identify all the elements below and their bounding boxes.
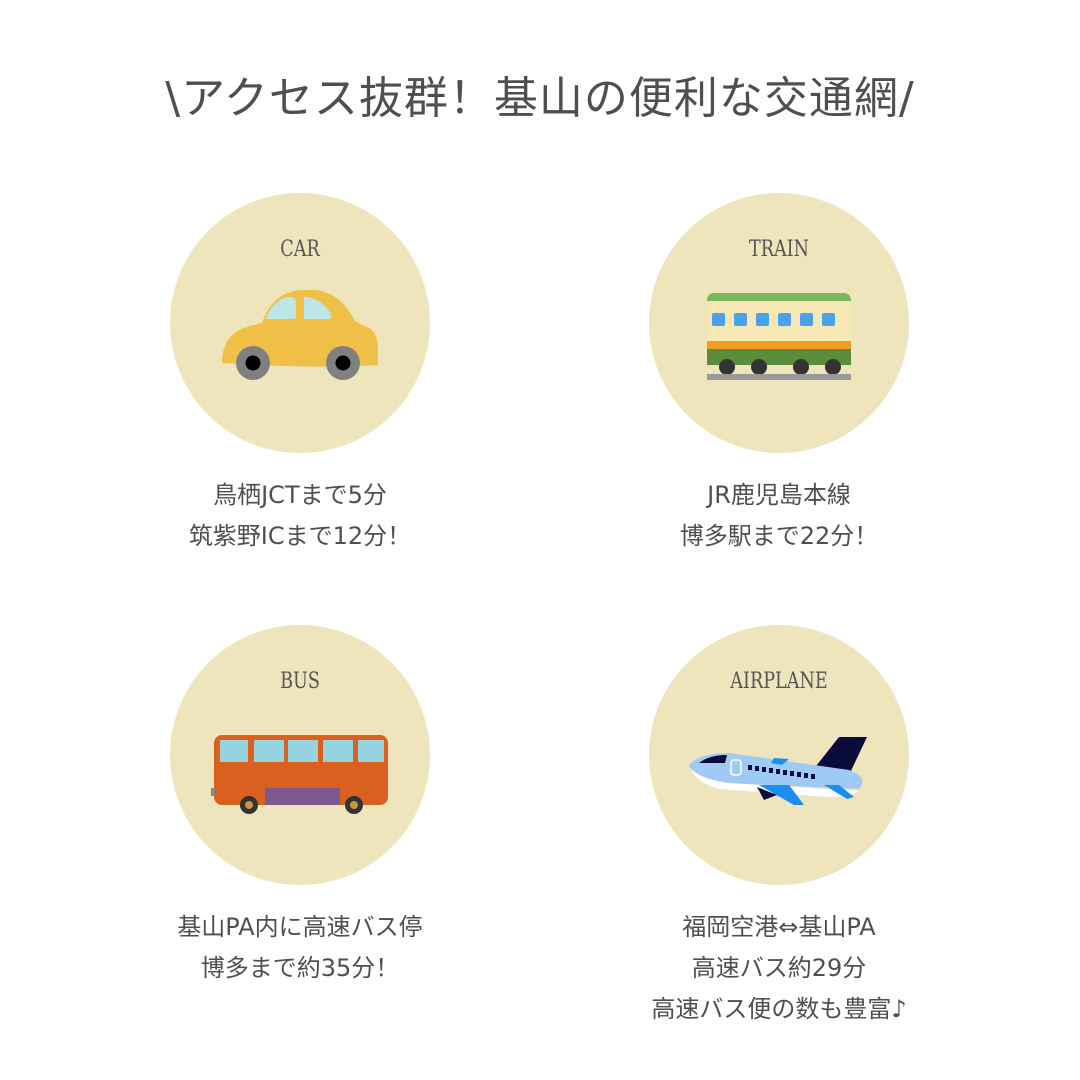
card-label: TRAIN [748, 237, 810, 262]
train-circle: TRAIN [649, 193, 909, 453]
page-title: \アクセス抜群！基山の便利な交通網/ [165, 73, 915, 124]
airplane-icon [689, 737, 867, 805]
card-airplane: AIRPLANE 福岡空港⇔基山PA 高速バス約29分 高速バス便の数も豊富♪ [579, 625, 979, 1030]
card-train: TRAIN JR鹿児島本線 博多駅まで22分！ [579, 193, 979, 557]
train-icon [707, 293, 851, 380]
card-car: CAR 鳥栖JCTまで5分 筑紫野ICまで12分！ [100, 193, 500, 557]
card-label: AIRPLANE [730, 669, 828, 694]
caption-line: 博多駅まで22分！ [679, 522, 879, 550]
card-bus: BUS 基山PA内に高速バス停 博多まで約35分！ [100, 625, 500, 989]
caption-line: 博多まで約35分！ [200, 954, 400, 982]
bus-circle: BUS [170, 625, 430, 885]
card-caption: JR鹿児島本線 博多駅まで22分！ [579, 475, 979, 557]
car-circle: CAR [170, 193, 430, 453]
caption-line: JR鹿児島本線 [707, 481, 851, 509]
bus-icon [211, 735, 388, 814]
card-label: BUS [280, 669, 320, 694]
caption-line: 福岡空港⇔基山PA [682, 913, 876, 941]
caption-line: 鳥栖JCTまで5分 [213, 481, 387, 509]
card-caption: 基山PA内に高速バス停 博多まで約35分！ [100, 907, 500, 989]
caption-line: 基山PA内に高速バス停 [177, 913, 423, 941]
car-icon [222, 290, 378, 380]
card-caption: 鳥栖JCTまで5分 筑紫野ICまで12分！ [100, 475, 500, 557]
airplane-circle: AIRPLANE [649, 625, 909, 885]
card-caption: 福岡空港⇔基山PA 高速バス約29分 高速バス便の数も豊富♪ [579, 907, 979, 1030]
caption-line: 高速バス約29分 [691, 954, 867, 982]
caption-line: 高速バス便の数も豊富♪ [651, 995, 907, 1023]
caption-line: 筑紫野ICまで12分！ [188, 522, 412, 550]
card-label: CAR [280, 237, 320, 262]
